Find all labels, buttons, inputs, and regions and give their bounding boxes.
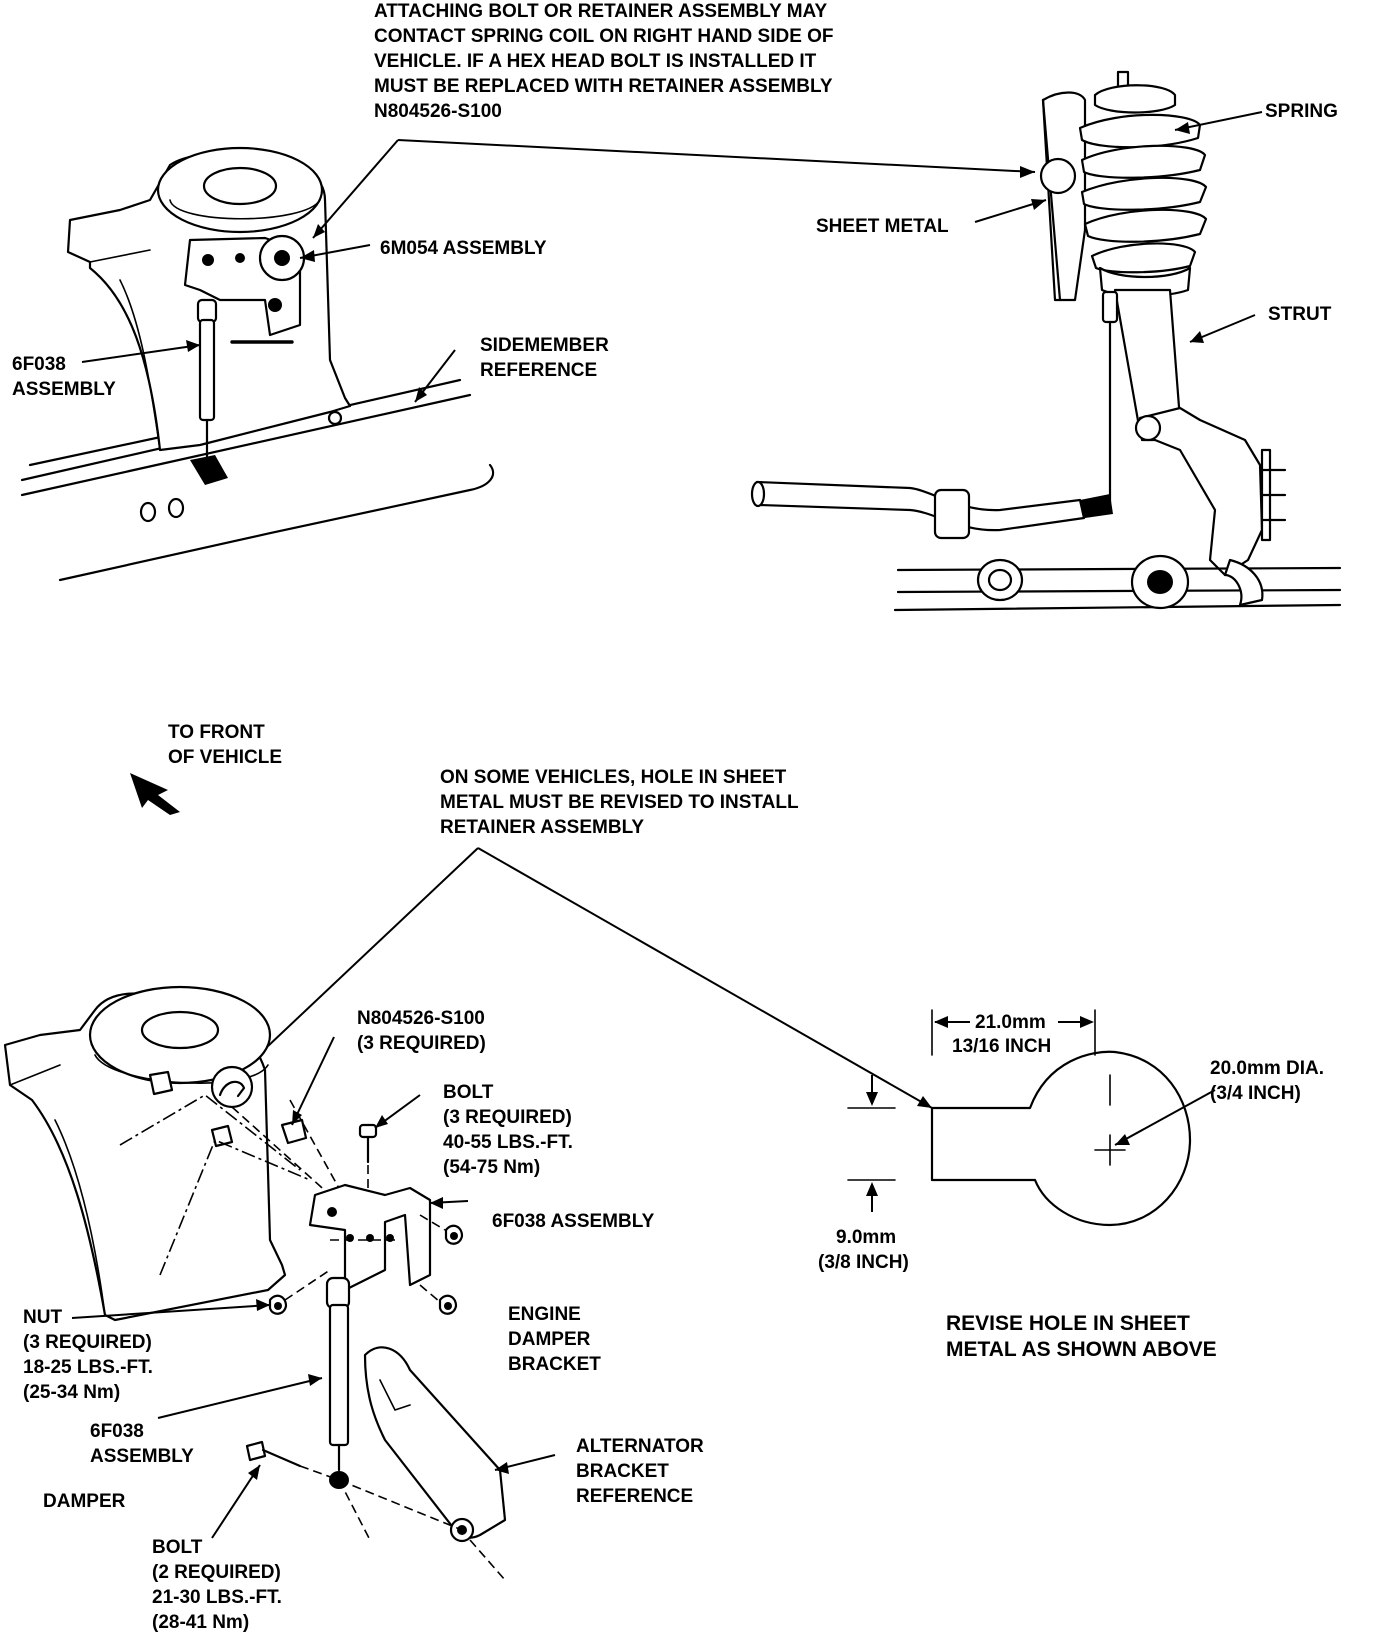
- alternator-bracket-reference-label: ALTERNATOR BRACKET REFERENCE: [576, 1436, 709, 1507]
- leader-spring: [1174, 111, 1263, 131]
- strut-label: STRUT: [1268, 304, 1332, 325]
- revise-hole-label: REVISE HOLE IN SHEET METAL AS SHOWN ABOV…: [946, 1312, 1217, 1361]
- leader-6f038-lower: [157, 1377, 323, 1419]
- leader-6f038-top: [81, 344, 201, 363]
- damper-label: DAMPER: [43, 1491, 126, 1512]
- dimension-diameter-label: 20.0mm DIA. (3/4 INCH): [1210, 1058, 1329, 1104]
- mid-note: ON SOME VEHICLES, HOLE IN SHEET METAL MU…: [440, 767, 804, 838]
- 6f038-assembly-bracket-label: 6F038 ASSEMBLY: [492, 1211, 655, 1232]
- leader-nut: [71, 1304, 271, 1319]
- top-note: ATTACHING BOLT OR RETAINER ASSEMBLY MAY …: [374, 1, 839, 122]
- bolt-upper-label: BOLT (3 REQUIRED) 40-55 LBS.-FT. (54-75 …: [443, 1082, 578, 1178]
- bolt-lower-label: BOLT (2 REQUIRED) 21-30 LBS.-FT. (28-41 …: [152, 1537, 287, 1633]
- leader-top-note-to-strut: [397, 139, 1036, 173]
- sidemember-reference-label: SIDEMEMBER REFERENCE: [480, 335, 614, 381]
- nut-label: NUT (3 REQUIRED) 18-25 LBS.-FT. (25-34 N…: [23, 1307, 158, 1403]
- leader-top-note-to-bracket: [312, 139, 399, 239]
- retainer-n804526-label: N804526-S100 (3 REQUIRED): [357, 1008, 490, 1054]
- dimension-slot-label: 9.0mm (3/8 INCH): [818, 1227, 909, 1273]
- front-direction-arrow-icon: [130, 773, 180, 815]
- 6f038-assembly-top-label: 6F038 ASSEMBLY: [12, 354, 116, 400]
- engine-damper-bracket-label: ENGINE DAMPER BRACKET: [508, 1304, 601, 1375]
- leader-retainer: [291, 1036, 335, 1126]
- to-front-of-vehicle-label: TO FRONT OF VEHICLE: [168, 722, 282, 768]
- dimension-width-label: 21.0mm 13/16 INCH: [952, 1012, 1051, 1057]
- 6f038-assembly-lower-label: 6F038 ASSEMBLY: [90, 1421, 194, 1467]
- 6m054-assembly-label: 6M054 ASSEMBLY: [380, 238, 547, 259]
- leader-bolt-lower: [211, 1464, 261, 1539]
- top-right-strut-drawing: [750, 70, 1342, 612]
- sheet-metal-label: SHEET METAL: [816, 216, 949, 237]
- leader-mid-note-to-hole: [477, 847, 933, 1109]
- bottom-left-exploded-drawing: [3, 985, 507, 1581]
- spring-label: SPRING: [1265, 101, 1338, 122]
- top-left-shock-tower-drawing: [20, 146, 495, 582]
- hole-revision-detail: [847, 1009, 1216, 1227]
- leader-mid-note-to-tower: [231, 847, 479, 1081]
